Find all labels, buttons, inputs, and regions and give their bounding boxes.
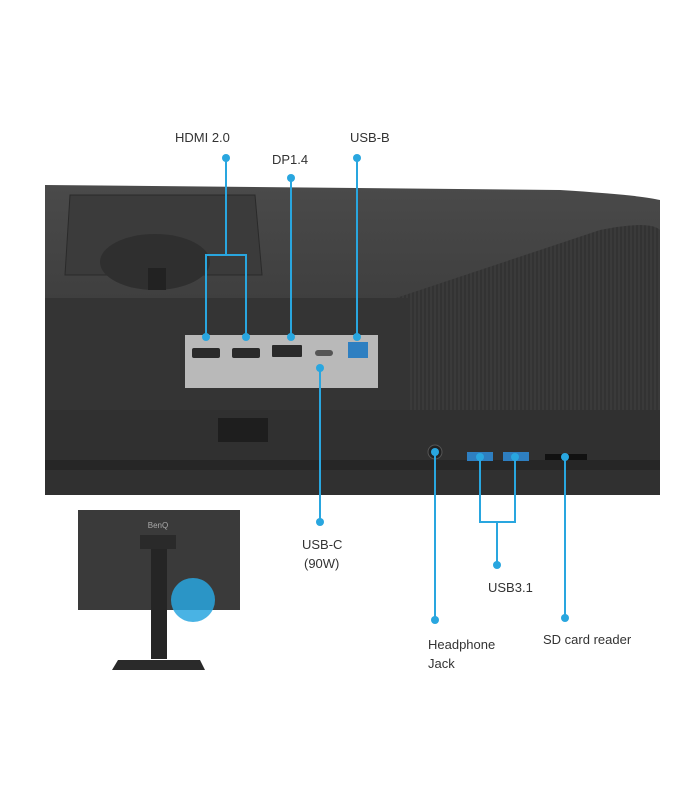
label-headphone-jack: Jack	[428, 656, 455, 671]
label-sd-card: SD card reader	[543, 632, 632, 647]
callout-lines	[205, 158, 566, 620]
label-headphone: Headphone	[428, 637, 496, 652]
label-usb31: USB3.1	[488, 580, 533, 595]
label-usb-c-power: (90W)	[304, 556, 340, 571]
textured-side-panel	[390, 225, 660, 440]
stand-mount	[100, 234, 210, 290]
label-dp: DP1.4	[272, 152, 309, 167]
port-panel	[185, 335, 378, 388]
highlight-circle	[171, 578, 215, 622]
callout-dots	[202, 154, 569, 624]
brand-logo: BenQ	[148, 521, 168, 530]
label-usb-c: USB-C	[302, 537, 343, 552]
label-usb-b: USB-B	[350, 130, 390, 145]
label-hdmi: HDMI 2.0	[175, 130, 230, 145]
